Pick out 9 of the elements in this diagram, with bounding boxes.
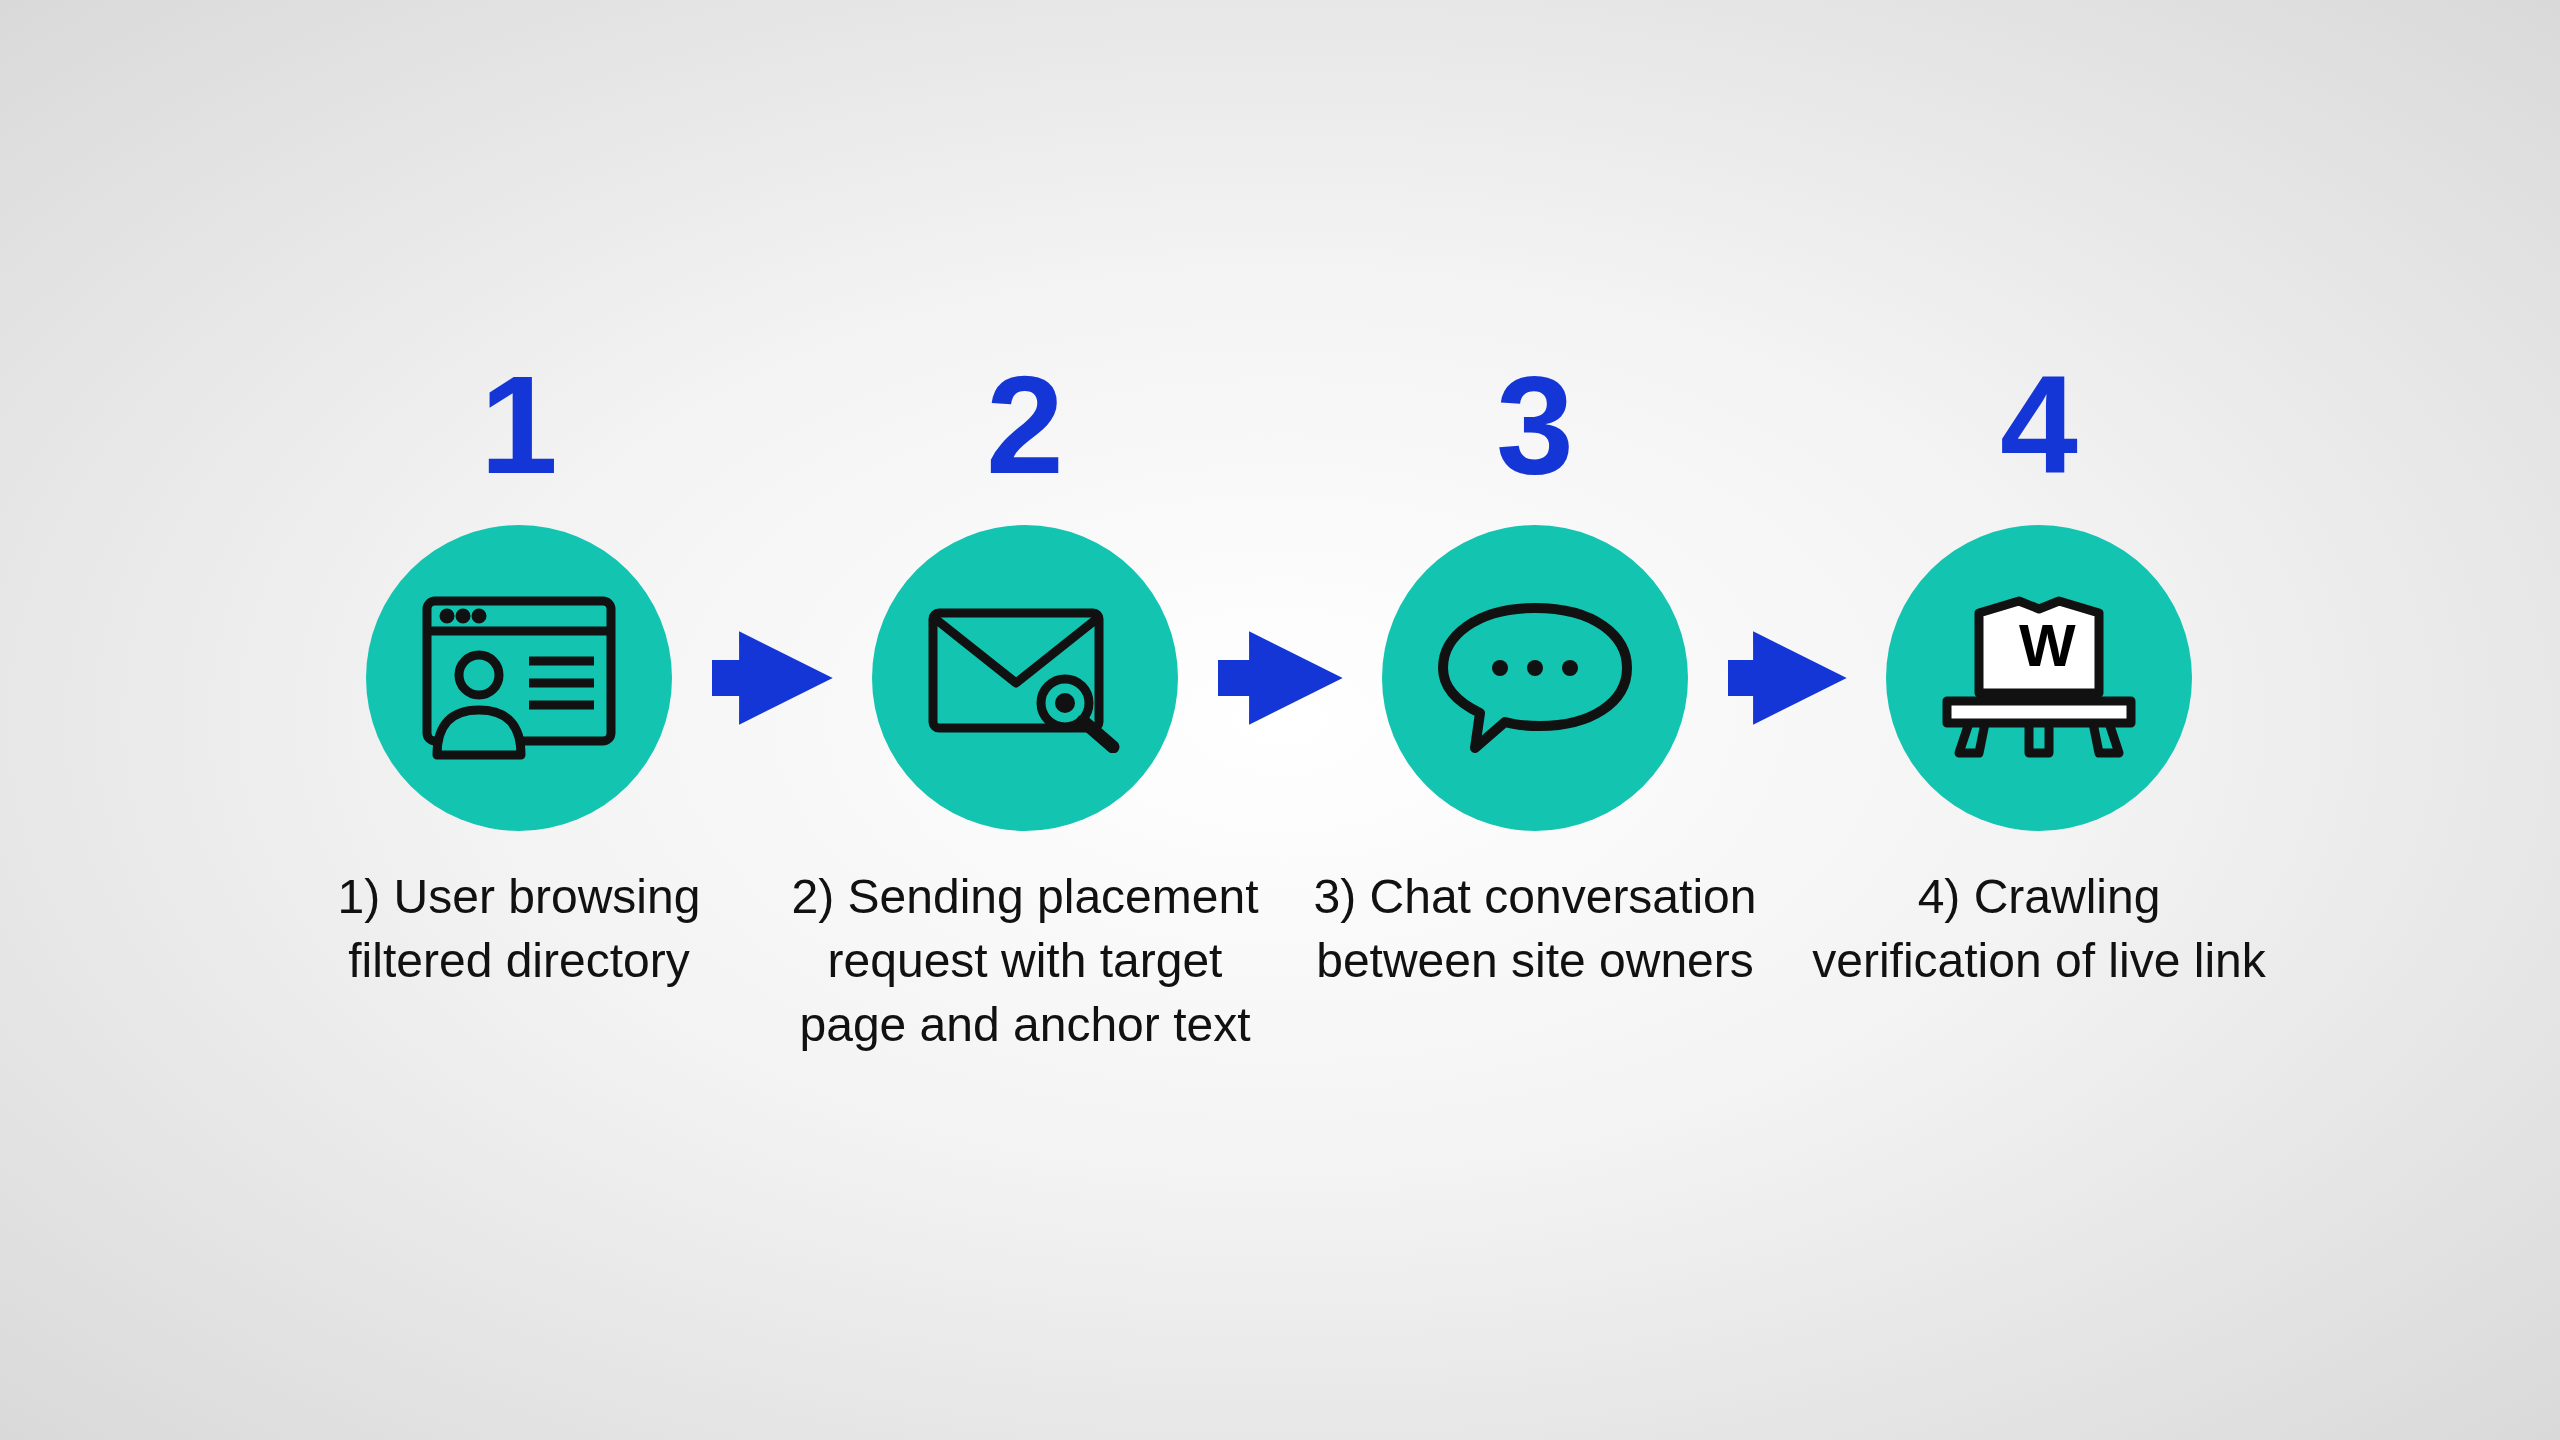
step-number: 1 — [479, 355, 559, 495]
step-caption: 4) Crawling verification of live link — [1811, 869, 2267, 989]
step-caption: 1) User browsing filtered directory — [336, 869, 702, 989]
sign-letter: W — [2019, 616, 2076, 676]
step-number: 3 — [1495, 355, 1575, 495]
step-number: 4 — [1999, 355, 2079, 495]
step-caption: 3) Chat conversation between site owners — [1312, 869, 1758, 989]
step-number: 2 — [985, 355, 1065, 495]
step-caption: 2) Sending placement request with target page and anchor text — [790, 869, 1260, 1053]
